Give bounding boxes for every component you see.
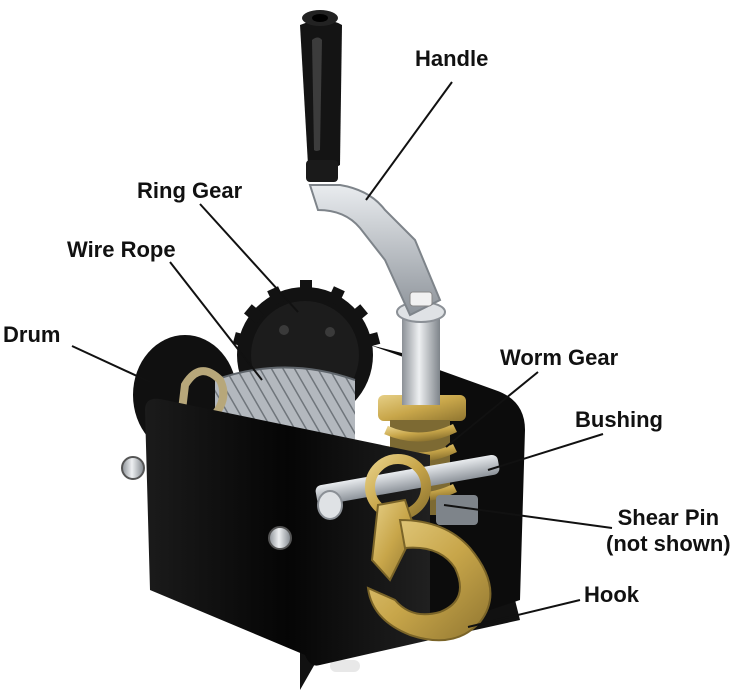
leader-hook [467, 599, 581, 628]
leader-shear-pin [443, 504, 613, 529]
leader-lines [71, 81, 613, 628]
label-shear-pin-line1: Shear Pin [617, 505, 720, 530]
base-slot [330, 660, 360, 672]
label-worm-gear: Worm Gear [500, 345, 619, 370]
label-shear-pin-line2: (not shown) [606, 531, 731, 556]
label-handle: Handle [415, 46, 489, 71]
leader-drum [71, 345, 151, 383]
label-ring-gear: Ring Gear [137, 178, 243, 203]
label-wire-rope: Wire Rope [67, 237, 176, 262]
leader-worm-gear [445, 371, 539, 448]
hook [365, 454, 492, 642]
handle-grip [300, 10, 342, 182]
label-shear-pin: Shear Pin (not shown) [606, 505, 731, 557]
label-drum: Drum [3, 322, 61, 347]
leader-bushing [487, 433, 604, 471]
handle-crank-arm [308, 184, 442, 317]
leader-ring-gear [199, 203, 299, 313]
frame-bolt-lower [268, 526, 292, 550]
frame-bolt-upper [121, 456, 145, 480]
bushing-shaft [315, 454, 500, 520]
shear-pin-collar [436, 495, 478, 525]
crank-post [402, 310, 440, 405]
handle-bolt [409, 291, 433, 307]
label-hook: Hook [584, 582, 639, 607]
label-bushing: Bushing [575, 407, 663, 432]
leader-wire-rope [169, 261, 263, 381]
leader-handle [365, 81, 453, 201]
